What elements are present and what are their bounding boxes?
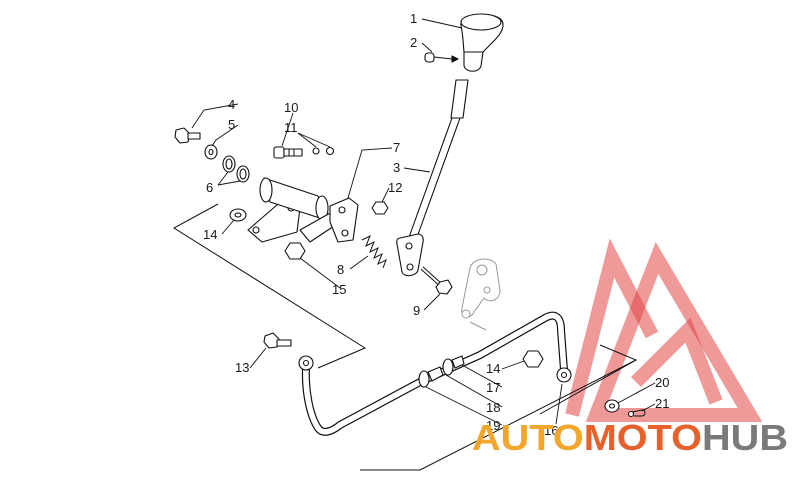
nut-12 <box>371 201 389 215</box>
assembly-outline-upper <box>173 203 367 369</box>
watermark-hub: HUB <box>702 417 788 458</box>
washer-14-upper <box>229 208 247 222</box>
shift-bracket <box>329 197 359 243</box>
callout-6: 6 <box>206 180 213 195</box>
knob-screw <box>424 52 459 63</box>
callout-9: 9 <box>413 303 420 318</box>
leader-lines <box>191 18 656 426</box>
nut-14-lower <box>522 350 544 368</box>
callout-7: 7 <box>393 140 400 155</box>
bolt-13 <box>263 332 292 349</box>
callout-3: 3 <box>393 160 400 175</box>
bolt-10 <box>273 146 303 159</box>
callout-1: 1 <box>410 11 417 26</box>
watermark-triangle-logo <box>565 238 763 422</box>
watermark-auto: AUTO <box>472 417 584 458</box>
washer-20 <box>604 399 620 413</box>
callout-2: 2 <box>410 35 417 50</box>
callout-14-upper: 14 <box>203 227 217 242</box>
bolt-4 <box>174 127 201 144</box>
callout-17: 17 <box>486 380 500 395</box>
callout-19: 19 <box>486 418 500 433</box>
cotter-pin-21 <box>627 409 646 418</box>
callout-13: 13 <box>235 360 249 375</box>
o-rings-6 <box>222 155 250 183</box>
callout-8: 8 <box>337 262 344 277</box>
washer-5 <box>204 144 218 160</box>
shift-rod <box>298 311 572 436</box>
shift-knob <box>460 13 504 72</box>
callout-10: 10 <box>284 100 298 115</box>
callout-12: 12 <box>388 180 402 195</box>
assembly-outline-lower-2 <box>539 359 637 415</box>
watermark-moto: MOTO <box>584 417 702 458</box>
linkage-plate-reference <box>461 258 501 331</box>
callout-4: 4 <box>228 97 235 112</box>
nut-15 <box>284 242 306 260</box>
callout-16: 16 <box>544 423 558 438</box>
washers-11 <box>312 146 335 156</box>
spring <box>361 234 387 269</box>
lever-bolt <box>420 266 453 295</box>
callout-21: 21 <box>655 396 669 411</box>
callout-15: 15 <box>332 282 346 297</box>
pivot-housing <box>247 177 341 243</box>
callout-5: 5 <box>228 117 235 132</box>
shift-lever <box>396 79 469 277</box>
rod-connectors <box>418 355 465 388</box>
callout-20: 20 <box>655 375 669 390</box>
callout-18: 18 <box>486 400 500 415</box>
callout-14-lower: 14 <box>486 361 500 376</box>
assembly-outline-lower <box>360 344 638 471</box>
callout-11: 11 <box>284 120 298 135</box>
